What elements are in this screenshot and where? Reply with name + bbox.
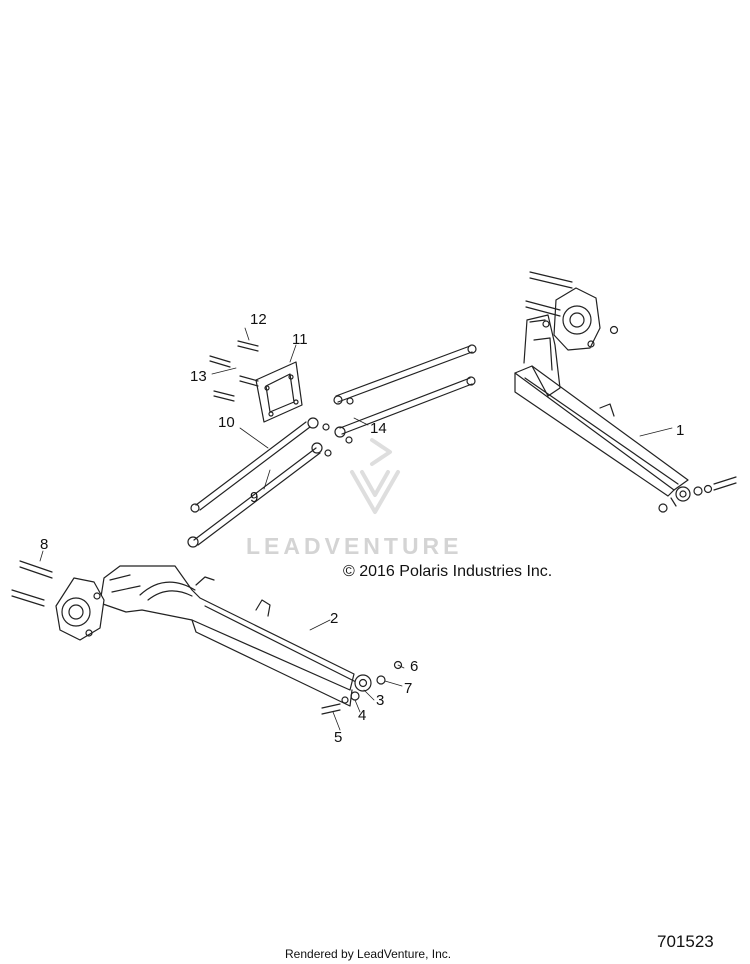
mounting-bracket <box>255 361 303 423</box>
rendered-by-footer: Rendered by LeadVenture, Inc. <box>285 947 452 961</box>
callout-4: 4 <box>358 707 367 724</box>
callout-12: 12 <box>250 311 267 328</box>
trailing-arm-left <box>99 565 403 715</box>
diagram-id: 701523 <box>657 932 714 951</box>
callout-6: 6 <box>410 658 419 675</box>
callout-11: 11 <box>292 331 308 348</box>
control-rods-left <box>187 417 332 548</box>
hub-right <box>525 271 619 351</box>
trailing-arm-right <box>514 314 737 513</box>
callout-10: 10 <box>218 414 235 431</box>
copyright-notice: © 2016 Polaris Industries Inc. <box>343 563 553 580</box>
leader-lines <box>39 327 673 731</box>
bracket-bolts <box>209 340 259 402</box>
callout-7: 7 <box>404 680 413 697</box>
callout-1: 1 <box>676 422 685 439</box>
watermark-text: LEADVENTURE <box>246 533 463 559</box>
callout-2: 2 <box>330 610 339 627</box>
callout-9: 9 <box>250 489 259 506</box>
watermark-logo <box>350 438 400 514</box>
callout-5: 5 <box>334 729 343 746</box>
callout-14: 14 <box>370 420 387 437</box>
control-rods-right <box>333 344 477 444</box>
callout-8: 8 <box>40 536 49 553</box>
hub-left <box>11 560 105 641</box>
callout-3: 3 <box>376 692 385 709</box>
callout-13: 13 <box>190 368 207 385</box>
